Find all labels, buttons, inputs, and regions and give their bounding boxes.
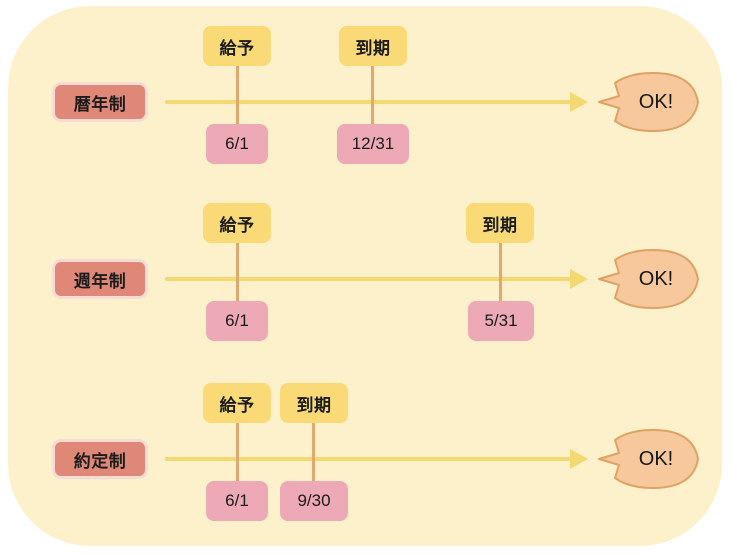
date-box-1-1-text: 6/1 <box>225 134 249 153</box>
date-box-1-2[interactable]: 12/31 <box>337 124 409 164</box>
event-label-1-2-text: 到期 <box>355 38 391 58</box>
timeline-row-3: 約定制 給予 6/1 到期 9/30 OK! <box>0 383 740 535</box>
event-label-2-2[interactable]: 到期 <box>466 203 534 243</box>
tick-3-2 <box>312 419 315 491</box>
tick-3-1 <box>236 419 239 491</box>
result-balloon-1-text: OK! <box>638 90 674 113</box>
timeline-arrowhead-2 <box>570 269 588 289</box>
date-box-2-1[interactable]: 6/1 <box>206 301 268 341</box>
date-box-3-2[interactable]: 9/30 <box>280 481 348 521</box>
tick-1-2 <box>371 62 374 134</box>
event-label-1-1-text: 給予 <box>219 38 255 58</box>
timeline-arrowhead-1 <box>570 92 588 112</box>
date-box-3-1-text: 6/1 <box>225 491 249 510</box>
result-balloon-2-text: OK! <box>638 267 674 290</box>
event-label-3-1[interactable]: 給予 <box>203 383 271 423</box>
event-label-2-1-text: 給予 <box>219 215 255 235</box>
date-box-3-1[interactable]: 6/1 <box>206 481 268 521</box>
event-label-3-2-text: 到期 <box>296 395 332 415</box>
timeline-row-2: 週年制 給予 6/1 到期 5/31 OK! <box>0 203 740 355</box>
system-label-3-text: 約定制 <box>73 451 127 471</box>
system-label-2[interactable]: 週年制 <box>52 259 148 299</box>
event-label-1-1[interactable]: 給予 <box>203 26 271 66</box>
date-box-1-1[interactable]: 6/1 <box>206 124 268 164</box>
result-balloon-3[interactable]: OK! <box>597 428 701 490</box>
system-label-2-text: 週年制 <box>73 271 127 291</box>
date-box-3-2-text: 9/30 <box>297 491 331 510</box>
event-label-1-2[interactable]: 到期 <box>339 26 407 66</box>
balloon-shape-icon <box>598 72 699 132</box>
timeline-line-2 <box>165 277 572 281</box>
event-label-2-1[interactable]: 給予 <box>203 203 271 243</box>
system-label-1[interactable]: 暦年制 <box>52 82 148 122</box>
event-label-3-1-text: 給予 <box>219 395 255 415</box>
timeline-line-1 <box>165 100 572 104</box>
result-balloon-2[interactable]: OK! <box>597 248 701 310</box>
balloon-shape-icon <box>598 249 699 309</box>
event-label-3-2[interactable]: 到期 <box>280 383 348 423</box>
balloon-shape-icon <box>598 429 699 489</box>
tick-2-1 <box>236 239 239 311</box>
date-box-1-2-text: 12/31 <box>351 134 395 153</box>
date-box-2-2[interactable]: 5/31 <box>468 301 534 341</box>
timeline-row-1: 暦年制 給予 6/1 到期 12/31 OK! <box>0 26 740 178</box>
system-label-1-text: 暦年制 <box>73 94 127 114</box>
result-balloon-3-text: OK! <box>638 447 674 470</box>
result-balloon-1[interactable]: OK! <box>597 71 701 133</box>
date-box-2-2-text: 5/31 <box>484 311 518 330</box>
system-label-3[interactable]: 約定制 <box>52 439 148 479</box>
tick-2-2 <box>499 239 502 311</box>
timeline-line-3 <box>165 457 572 461</box>
tick-1-1 <box>236 62 239 134</box>
date-box-2-1-text: 6/1 <box>225 311 249 330</box>
timeline-arrowhead-3 <box>570 449 588 469</box>
event-label-2-2-text: 到期 <box>482 215 518 235</box>
